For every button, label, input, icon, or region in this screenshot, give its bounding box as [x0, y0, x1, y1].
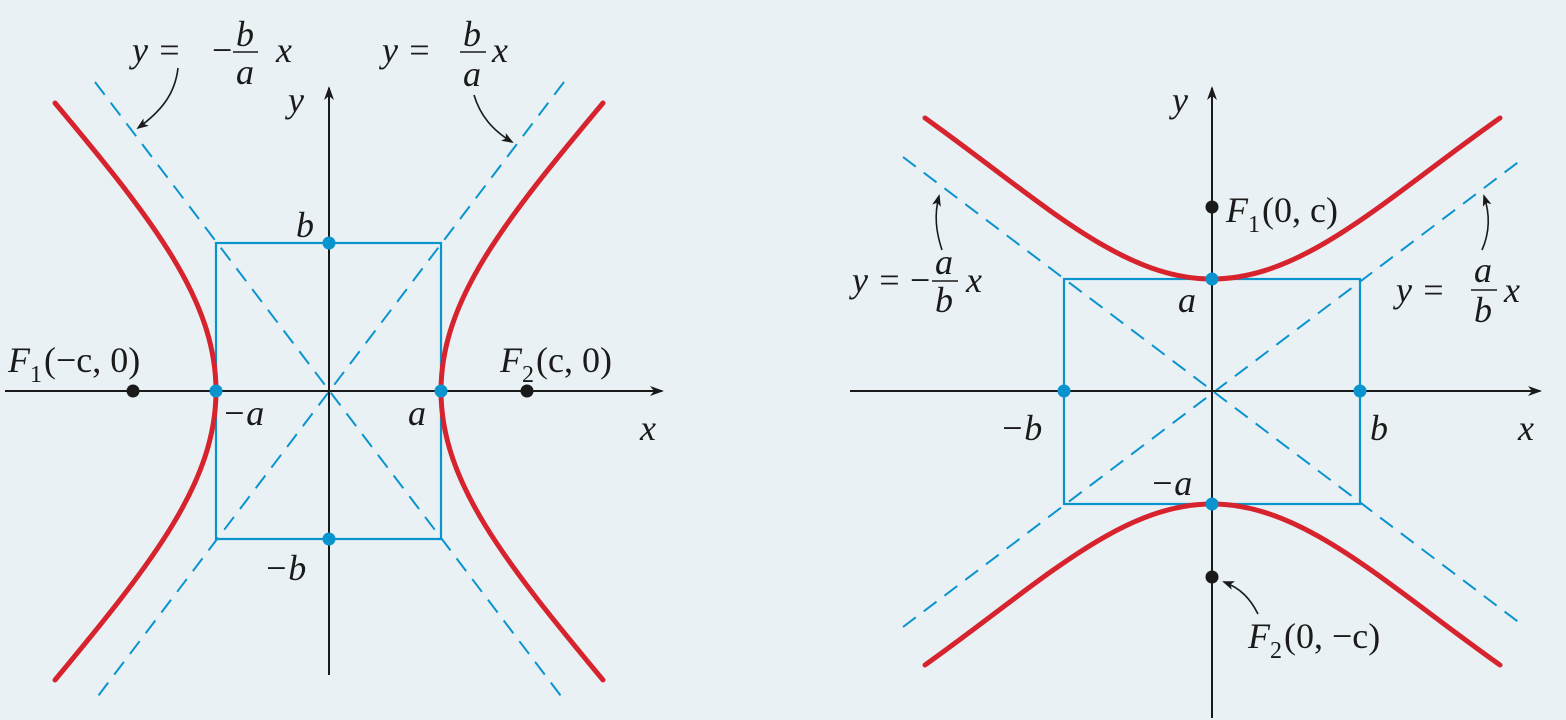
svg-text:a: a	[1474, 250, 1492, 290]
svg-text:1: 1	[30, 362, 42, 388]
x-axis-label: x	[1517, 408, 1534, 448]
svg-text:1: 1	[1248, 212, 1260, 238]
label-neg-a: −a	[1150, 463, 1192, 503]
label-neg-a: −a	[222, 393, 264, 433]
asymptote-neg-equation: y = − b a x	[129, 14, 292, 92]
asymptote-pos-equation: y = b a x	[379, 14, 508, 94]
svg-text:(−c, 0): (−c, 0)	[44, 340, 140, 380]
vertex-a	[434, 384, 448, 398]
svg-text:b: b	[935, 280, 953, 320]
svg-text:x: x	[1503, 270, 1520, 310]
svg-text:b: b	[1474, 290, 1492, 330]
svg-text:−: −	[910, 260, 930, 300]
svg-text:(c, 0): (c, 0)	[536, 340, 612, 380]
label-a: a	[1178, 280, 1196, 320]
focus-2	[520, 384, 534, 398]
point-neg-b	[322, 532, 336, 546]
leader-arrow	[1222, 581, 1259, 615]
svg-text:x: x	[491, 30, 508, 70]
svg-text:(0, −c): (0, −c)	[1284, 616, 1380, 656]
point-b	[1353, 384, 1367, 398]
vertex-neg-a	[209, 384, 223, 398]
svg-text:F: F	[1225, 190, 1249, 230]
point-b	[322, 236, 336, 250]
right-hyperbola-figure: x y a −a −b b F 1 (0, c) F 2 (0, −c) y =…	[849, 80, 1542, 718]
svg-text:y =: y =	[849, 260, 901, 300]
focus-1	[1205, 200, 1219, 214]
svg-text:2: 2	[1270, 638, 1282, 664]
svg-text:a: a	[935, 242, 953, 282]
label-b: b	[296, 205, 314, 245]
svg-text:2: 2	[522, 362, 534, 388]
focus-2	[1205, 570, 1219, 584]
asymptote-neg-equation: y = − a b x	[849, 242, 982, 320]
svg-text:F: F	[7, 340, 31, 380]
label-b: b	[1370, 408, 1388, 448]
asymptote-pos-equation: y = a b x	[1393, 250, 1520, 330]
vertex-neg-a	[1205, 497, 1219, 511]
x-axis-label: x	[639, 408, 656, 448]
focus-1-label: F 1 (−c, 0)	[7, 340, 140, 388]
focus-2-label: F 2 (0, −c)	[1247, 616, 1380, 664]
leader-arrow	[473, 94, 514, 144]
focus-1-label: F 1 (0, c)	[1225, 190, 1338, 238]
svg-text:a: a	[236, 52, 254, 92]
svg-text:x: x	[275, 30, 292, 70]
svg-text:y =: y =	[129, 30, 181, 70]
focus-1	[126, 384, 140, 398]
point-neg-b	[1057, 384, 1071, 398]
focus-2-label: F 2 (c, 0)	[499, 340, 612, 388]
label-neg-b: −b	[1000, 408, 1042, 448]
svg-text:a: a	[463, 54, 481, 94]
y-axis-label: y	[1169, 80, 1188, 120]
svg-text:y =: y =	[1393, 270, 1445, 310]
label-neg-b: −b	[264, 548, 306, 588]
svg-text:F: F	[1247, 616, 1271, 656]
label-a: a	[408, 393, 426, 433]
svg-text:−: −	[212, 30, 232, 70]
svg-text:x: x	[965, 260, 982, 300]
svg-text:y =: y =	[379, 30, 431, 70]
y-axis-label: y	[285, 80, 304, 120]
leader-arrow	[136, 67, 179, 130]
svg-text:b: b	[236, 14, 254, 54]
vertex-a	[1205, 272, 1219, 286]
svg-text:(0, c): (0, c)	[1262, 190, 1338, 230]
leader-arrow	[932, 194, 943, 251]
svg-text:F: F	[499, 340, 523, 380]
left-hyperbola-figure: x y b −b −a a F 1 (−c, 0) F 2 (c, 0) y =…	[5, 14, 664, 701]
leader-arrow	[1481, 194, 1492, 251]
svg-text:b: b	[463, 14, 481, 54]
